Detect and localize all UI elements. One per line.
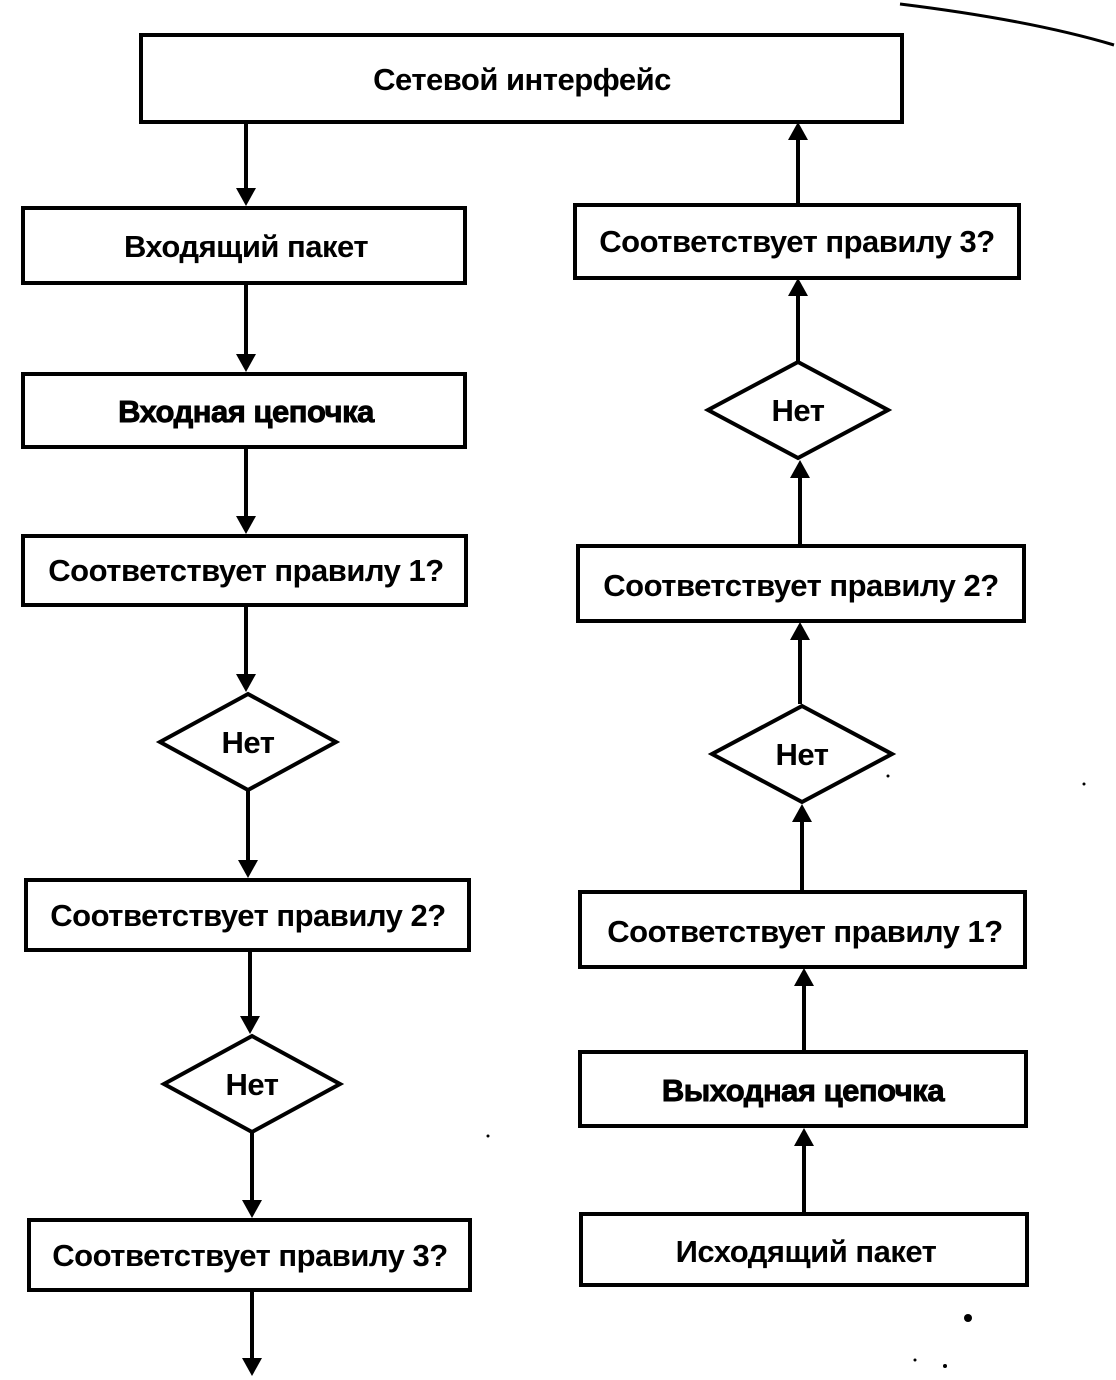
right-rule3-box: Соответствует правилу 3? <box>573 203 1021 280</box>
input-chain-label: Входная цепочка <box>118 394 375 429</box>
arrow-head-left-4 <box>236 674 256 692</box>
output-chain-label: Выходная цепочка <box>662 1073 945 1108</box>
left-rule1-box: Соответствует правилу 1? <box>21 534 468 607</box>
arrow-head-left-5 <box>238 860 258 878</box>
incoming-packet-label: Входящий пакет <box>124 229 368 264</box>
network-interface-label: Сетевой интерфейс <box>373 62 671 97</box>
left-no1-diamond: Нет <box>155 691 341 793</box>
input-chain-box: Входная цепочка <box>21 372 467 449</box>
left-no1-label: Нет <box>222 725 275 760</box>
right-no2-diamond: Нет <box>703 359 893 461</box>
arrow-head-left-1 <box>236 188 256 206</box>
arrow-head-left-6 <box>240 1016 260 1034</box>
arrow-head-left-2 <box>236 354 256 372</box>
left-no2-diamond: Нет <box>159 1033 345 1135</box>
arrow-head-right-2 <box>788 278 808 296</box>
arrow-head-right-5 <box>792 804 812 822</box>
speck <box>913 1358 917 1362</box>
output-chain-box: Выходная цепочка <box>578 1050 1028 1128</box>
arrow-head-right-6 <box>794 968 814 986</box>
incoming-packet-box: Входящий пакет <box>21 206 467 285</box>
arrow-head-right-1 <box>788 122 808 140</box>
right-rule2-box: Соответствует правилу 2? <box>576 544 1026 623</box>
right-no2-label: Нет <box>772 393 825 428</box>
right-no1-diamond: Нет <box>707 703 897 805</box>
outgoing-packet-label: Исходящий пакет <box>676 1234 937 1269</box>
left-rule2-label: Соответствует правилу 2? <box>50 898 445 933</box>
right-no1-label: Нет <box>776 737 829 772</box>
arrow-head-left-7 <box>242 1200 262 1218</box>
speck <box>964 1314 972 1322</box>
speck <box>886 774 890 778</box>
arrow-head-left-3 <box>236 516 256 534</box>
outgoing-packet-box: Исходящий пакет <box>579 1212 1029 1287</box>
right-rule1-label: Соответствует правилу 1? <box>607 914 1002 949</box>
left-rule3-box: Соответствует правилу 3? <box>27 1218 472 1292</box>
left-rule3-label: Соответствует правилу 3? <box>52 1238 447 1273</box>
arrow-head-right-3 <box>790 460 810 478</box>
arrow-head-right-4 <box>790 622 810 640</box>
speck <box>486 1134 490 1138</box>
left-rule1-label: Соответствует правилу 1? <box>48 553 443 588</box>
arrow-head-left-8 <box>242 1358 262 1376</box>
left-rule2-box: Соответствует правилу 2? <box>24 878 471 952</box>
speck <box>943 1364 947 1368</box>
left-no2-label: Нет <box>226 1067 279 1102</box>
right-rule2-label: Соответствует правилу 2? <box>603 568 998 603</box>
arrow-head-right-7 <box>794 1128 814 1146</box>
network-interface-box: Сетевой интерфейс <box>139 33 904 124</box>
right-rule3-label: Соответствует правилу 3? <box>599 224 994 259</box>
right-rule1-box: Соответствует правилу 1? <box>578 890 1027 969</box>
speck <box>1082 782 1086 786</box>
edge-curve <box>899 2 1115 47</box>
